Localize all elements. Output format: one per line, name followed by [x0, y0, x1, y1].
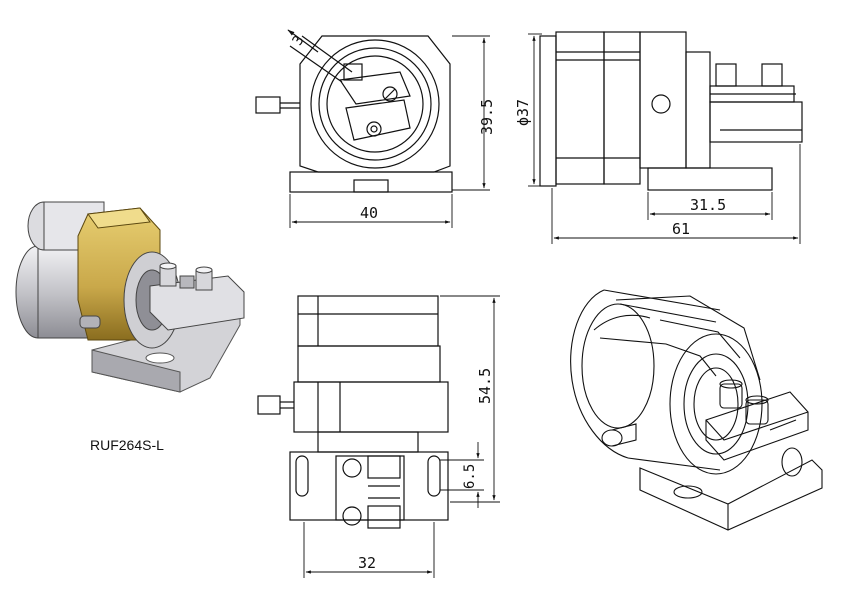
side-view: [539, 31, 803, 191]
isometric-line-view: [570, 289, 823, 531]
dim-front-width: 40: [360, 204, 378, 222]
dim-top-width: 32: [358, 554, 376, 572]
front-view-dimensions: [289, 35, 490, 228]
dim-side-length: 61: [672, 220, 690, 238]
side-view-dimensions: [528, 33, 801, 244]
dim-side-diameter: ϕ37: [514, 99, 532, 126]
dim-top-height: 54.5: [476, 368, 494, 404]
dim-top-slot: 6.5: [462, 464, 478, 489]
color-3d-render: [15, 201, 245, 393]
dim-front-slot: 3: [290, 33, 308, 49]
dim-front-height: 39.5: [478, 99, 496, 135]
dim-side-base: 31.5: [690, 196, 726, 214]
top-view-dimensions: [303, 295, 500, 578]
top-view: [257, 295, 449, 529]
model-name: RUF264S-L: [90, 437, 164, 453]
front-view: [255, 29, 453, 193]
